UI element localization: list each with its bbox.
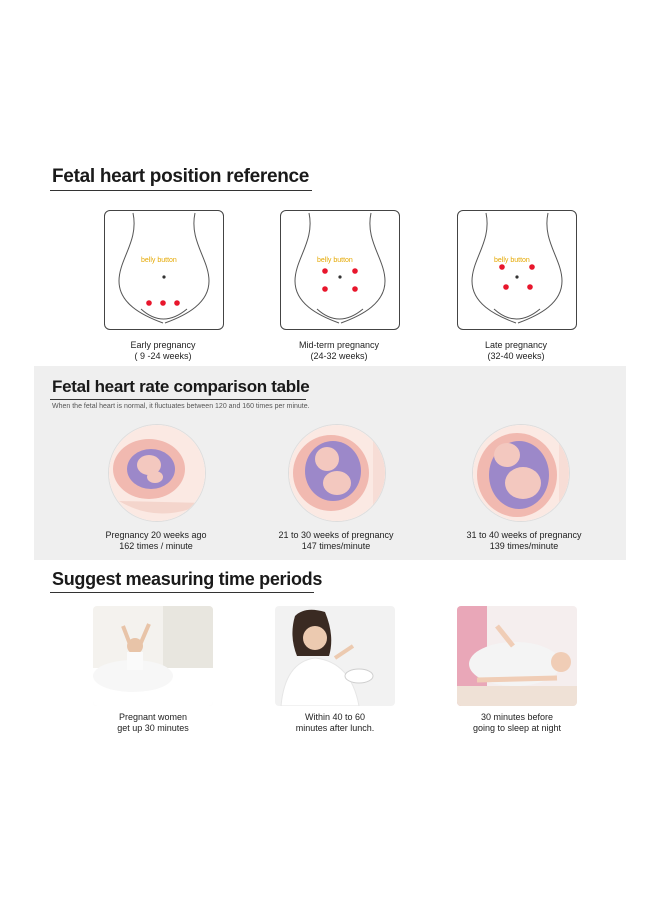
fetus-illustration-30w <box>288 424 386 522</box>
caption-line: Early pregnancy <box>130 340 196 350</box>
photo-bedtime <box>457 606 577 706</box>
rate-caption-20w: Pregnancy 20 weeks ago 162 times / minut… <box>90 530 222 552</box>
caption-line: Mid-term pregnancy <box>298 340 380 350</box>
rate-caption-40w: 31 to 40 weeks of pregnancy 139 times/mi… <box>458 530 590 552</box>
belly-diagram-mid: belly button <box>280 210 400 330</box>
rate-caption-30w: 21 to 30 weeks of pregnancy 147 times/mi… <box>270 530 402 552</box>
time-caption-morning: Pregnant women get up 30 minutes <box>93 712 213 734</box>
panel-caption-late: Late pregnancy (32-40 weeks) <box>457 340 575 362</box>
position-section-title: Fetal heart position reference <box>52 166 310 187</box>
title-underline <box>50 399 306 400</box>
belly-diagram-late: belly button <box>457 210 577 330</box>
caption-line: 147 times/minute <box>301 541 371 551</box>
belly-diagram-early: belly button <box>104 210 224 330</box>
title-underline <box>50 190 312 191</box>
caption-line: ( 9 -24 weeks) <box>134 351 192 361</box>
photo-after-lunch <box>275 606 395 706</box>
time-section-title: Suggest measuring time periods <box>52 569 323 589</box>
time-caption-bedtime: 30 minutes before going to sleep at nigh… <box>457 712 577 734</box>
belly-button-label: belly button <box>494 257 530 264</box>
rate-section-title: Fetal heart rate comparison table <box>52 377 310 396</box>
caption-line: going to sleep at night <box>472 723 562 733</box>
caption-line: Pregnant women <box>118 712 188 722</box>
belly-button-label: belly button <box>317 257 353 264</box>
caption-line: 162 times / minute <box>119 541 193 551</box>
title-underline <box>50 592 314 593</box>
caption-line: (32-40 weeks) <box>487 351 545 361</box>
rate-note: When the fetal heart is normal, it fluct… <box>52 403 310 410</box>
panel-caption-mid: Mid-term pregnancy (24-32 weeks) <box>280 340 398 362</box>
caption-line: 139 times/minute <box>489 541 559 551</box>
panel-caption-early: Early pregnancy ( 9 -24 weeks) <box>104 340 222 362</box>
caption-line: get up 30 minutes <box>117 723 189 733</box>
fetus-illustration-20w <box>108 424 206 522</box>
caption-line: (24-32 weeks) <box>310 351 368 361</box>
fetus-illustration-40w <box>472 424 570 522</box>
time-caption-lunch: Within 40 to 60 minutes after lunch. <box>275 712 395 734</box>
caption-line: Within 40 to 60 <box>304 712 366 722</box>
caption-line: Pregnancy 20 weeks ago <box>105 530 207 540</box>
caption-line: 30 minutes before <box>480 712 554 722</box>
caption-line: Late pregnancy <box>484 340 548 350</box>
belly-button-label: belly button <box>141 257 177 264</box>
caption-line: minutes after lunch. <box>295 723 375 733</box>
caption-line: 21 to 30 weeks of pregnancy <box>278 530 394 540</box>
photo-waking-up <box>93 606 213 706</box>
caption-line: 31 to 40 weeks of pregnancy <box>466 530 582 540</box>
